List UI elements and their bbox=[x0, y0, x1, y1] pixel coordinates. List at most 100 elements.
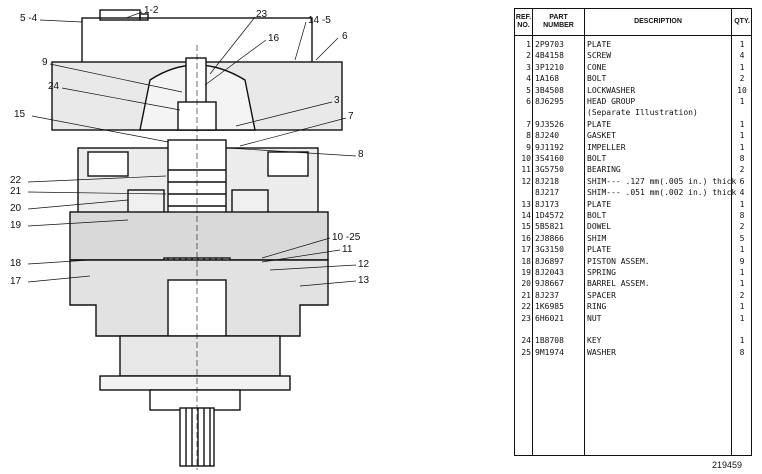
callout-23: 23 bbox=[256, 9, 268, 20]
cell-ref: 22 bbox=[521, 302, 531, 312]
cell-part: 3S4160 bbox=[535, 154, 564, 163]
callout-17: 17 bbox=[10, 276, 22, 287]
cell-part: 8J218 bbox=[535, 176, 560, 186]
cell-desc: PLATE bbox=[587, 40, 612, 49]
callout-20: 20 bbox=[10, 203, 22, 214]
callout-3: 3 bbox=[334, 95, 340, 106]
cell-desc: PLATE bbox=[587, 245, 612, 255]
cell-part: 2J8866 bbox=[535, 233, 564, 243]
cell-part: 8J6897 bbox=[535, 256, 564, 266]
table-row: (Separate Illustration) bbox=[515, 107, 751, 118]
cell-qty: 8 bbox=[739, 347, 745, 357]
cell-part: 9M1974 bbox=[535, 347, 564, 357]
cell-desc: SCREW bbox=[587, 51, 612, 61]
cell-ref: 17 bbox=[521, 245, 531, 255]
cell-ref: 16 bbox=[521, 233, 531, 243]
cell-desc: WASHER bbox=[587, 347, 616, 357]
cell-desc: PLATE bbox=[587, 119, 612, 129]
callout-12: 12 bbox=[358, 259, 370, 270]
cell-qty: 1 bbox=[739, 268, 745, 277]
cell-part: 3P1210 bbox=[535, 62, 564, 72]
cell-part: 3G3150 bbox=[535, 245, 564, 255]
cell-part: 1K6985 bbox=[535, 302, 564, 312]
callout-18: 18 bbox=[10, 258, 22, 269]
cell-ref: 18 bbox=[521, 256, 531, 266]
cell-desc: IMPELLER bbox=[587, 142, 626, 152]
table-row: 22 1K6985 RING 1 bbox=[515, 301, 751, 312]
cell-qty: 1 bbox=[739, 302, 745, 312]
cell-qty: 5 bbox=[739, 233, 745, 243]
cell-qty: 1 bbox=[739, 279, 745, 289]
callout-14-5: 14 -5 bbox=[308, 15, 331, 26]
cell-ref: 5 bbox=[526, 85, 531, 95]
cell-ref: 10 bbox=[521, 154, 531, 163]
cell-ref: 11 bbox=[521, 165, 531, 175]
cell-desc: PISTON ASSEM. bbox=[587, 256, 650, 266]
cell-ref: 4 bbox=[526, 74, 531, 84]
cell-ref: 13 bbox=[521, 199, 531, 209]
callout-5-4: 5 -4 bbox=[20, 13, 38, 24]
cell-desc: SPRING bbox=[587, 268, 616, 277]
cell-part: 8J6295 bbox=[535, 97, 564, 106]
cell-desc: SHIM--- .051 mm(.002 in.) thick bbox=[587, 188, 737, 198]
cell-qty: 2 bbox=[739, 74, 745, 84]
cell-desc: BOLT bbox=[587, 74, 607, 84]
cell-qty: 2 bbox=[739, 222, 745, 232]
cell-ref: 19 bbox=[521, 268, 531, 277]
pump-section-drawing: 5 -4 1-2 23 14 -5 6 16 9 24 3 15 7 8 22 … bbox=[10, 5, 370, 470]
cell-desc: LOCKWASHER bbox=[587, 85, 636, 95]
cell-ref: 12 bbox=[521, 176, 531, 186]
cell-qty: 1 bbox=[739, 97, 745, 106]
cell-desc: BOLT bbox=[587, 211, 607, 220]
callout-1-2: 1-2 bbox=[144, 5, 159, 16]
cell-part: 5B5821 bbox=[535, 222, 564, 232]
cell-qty: 2 bbox=[739, 165, 745, 175]
cell-desc: SHIM--- .127 mm(.005 in.) thick bbox=[587, 176, 737, 186]
callout-16: 16 bbox=[268, 33, 280, 44]
table-row: 18 8J6897 PISTON ASSEM. 9 bbox=[515, 256, 751, 267]
cell-qty: 2 bbox=[739, 290, 745, 300]
cell-desc: BOLT bbox=[587, 154, 607, 163]
cell-part: 9J1192 bbox=[535, 142, 564, 152]
cell-qty: 1 bbox=[739, 119, 745, 129]
cell-part: 8J240 bbox=[535, 131, 560, 141]
cell-part: 1B8708 bbox=[535, 336, 564, 346]
cell-ref: 15 bbox=[521, 222, 531, 232]
cell-desc: SHIM bbox=[587, 233, 607, 243]
cell-desc: RING bbox=[587, 302, 607, 312]
callout-8: 8 bbox=[358, 149, 364, 160]
header-qty: QTY. bbox=[734, 18, 750, 25]
cell-part: 1A168 bbox=[535, 74, 560, 84]
cell-qty: 4 bbox=[739, 51, 745, 61]
cell-part: 8J237 bbox=[535, 290, 560, 300]
callout-7: 7 bbox=[348, 111, 354, 122]
callout-19: 19 bbox=[10, 220, 22, 231]
mid-flange bbox=[69, 211, 329, 261]
cell-qty: 9 bbox=[739, 256, 745, 266]
figure-number: 219459 bbox=[712, 460, 743, 470]
cell-part: 3G5750 bbox=[535, 165, 564, 175]
cell-qty: 1 bbox=[739, 62, 745, 72]
cell-desc: BARREL ASSEM. bbox=[587, 279, 650, 289]
table-row: 4 1A168 BOLT 2 bbox=[515, 73, 751, 84]
cell-ref: 7 bbox=[526, 119, 531, 129]
base bbox=[119, 335, 281, 377]
callout-11: 11 bbox=[342, 244, 353, 255]
cell-desc: (Separate Illustration) bbox=[587, 108, 698, 118]
cell-qty: 1 bbox=[739, 313, 745, 323]
cell-ref: 3 bbox=[526, 62, 531, 72]
header-ref: REF. NO. bbox=[515, 14, 532, 29]
